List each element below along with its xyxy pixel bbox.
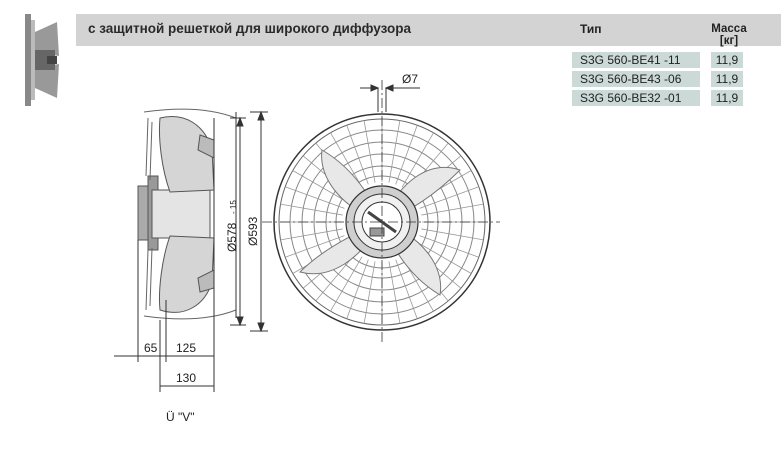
depth-dimensions bbox=[114, 240, 215, 392]
model-type-cell: S3G 560-BE43 -06 bbox=[572, 71, 700, 87]
guard-spoke bbox=[292, 170, 348, 203]
model-mass-cell: 11,9 bbox=[711, 52, 743, 68]
front-view bbox=[273, 113, 491, 331]
guard-spoke bbox=[388, 261, 401, 324]
guard-spoke bbox=[421, 228, 484, 241]
guard-spoke bbox=[419, 235, 479, 258]
guard-spoke bbox=[395, 125, 418, 185]
dim-130: 130 bbox=[176, 371, 196, 385]
guard-spoke bbox=[280, 228, 343, 241]
guard-spoke bbox=[421, 203, 484, 216]
footnote: Ü "V" bbox=[166, 410, 195, 424]
model-type-cell: S3G 560-BE32 -01 bbox=[572, 90, 700, 106]
model-mass-cell: 11,9 bbox=[711, 71, 743, 87]
dim-inner-diameter: Ø578 bbox=[225, 222, 239, 252]
center-lines bbox=[262, 80, 500, 345]
guard-spoke bbox=[388, 120, 401, 183]
guard-spoke bbox=[416, 241, 472, 274]
side-view bbox=[137, 108, 237, 320]
guard-spoke bbox=[401, 132, 434, 188]
guard-spoke bbox=[363, 261, 376, 324]
guard-spoke bbox=[280, 203, 343, 216]
mass-label: Масса bbox=[711, 23, 747, 35]
dim-65: 65 bbox=[144, 341, 158, 355]
guard-spoke bbox=[285, 186, 345, 209]
guard-spoke bbox=[363, 120, 376, 183]
type-column-header: Тип bbox=[580, 22, 602, 36]
fan-thumbnail-icon bbox=[25, 14, 59, 106]
page-title: с защитной решеткой для широкого диффузо… bbox=[88, 21, 411, 36]
hole-dimension bbox=[360, 84, 420, 112]
dim-inner-tolerance: - 15 bbox=[229, 200, 238, 214]
mass-unit: [кг] bbox=[719, 35, 739, 47]
diameter-dimensions bbox=[230, 110, 268, 333]
guard-spoke bbox=[285, 235, 345, 258]
guard-spoke bbox=[346, 125, 369, 185]
header-bar bbox=[76, 14, 781, 46]
dim-outer-diameter: Ø593 bbox=[246, 216, 260, 246]
guard-spoke bbox=[346, 259, 369, 319]
mass-column-header: Масса [кг] bbox=[709, 23, 749, 47]
guard-spoke bbox=[330, 256, 363, 312]
model-type-cell: S3G 560-BE41 -11 bbox=[572, 52, 700, 68]
dim-125: 125 bbox=[176, 341, 196, 355]
dim-hole: Ø7 bbox=[402, 72, 418, 86]
guard-spoke bbox=[419, 186, 479, 209]
guard-spoke bbox=[395, 259, 418, 319]
guard-spoke bbox=[330, 132, 363, 188]
model-mass-cell: 11,9 bbox=[711, 90, 743, 106]
